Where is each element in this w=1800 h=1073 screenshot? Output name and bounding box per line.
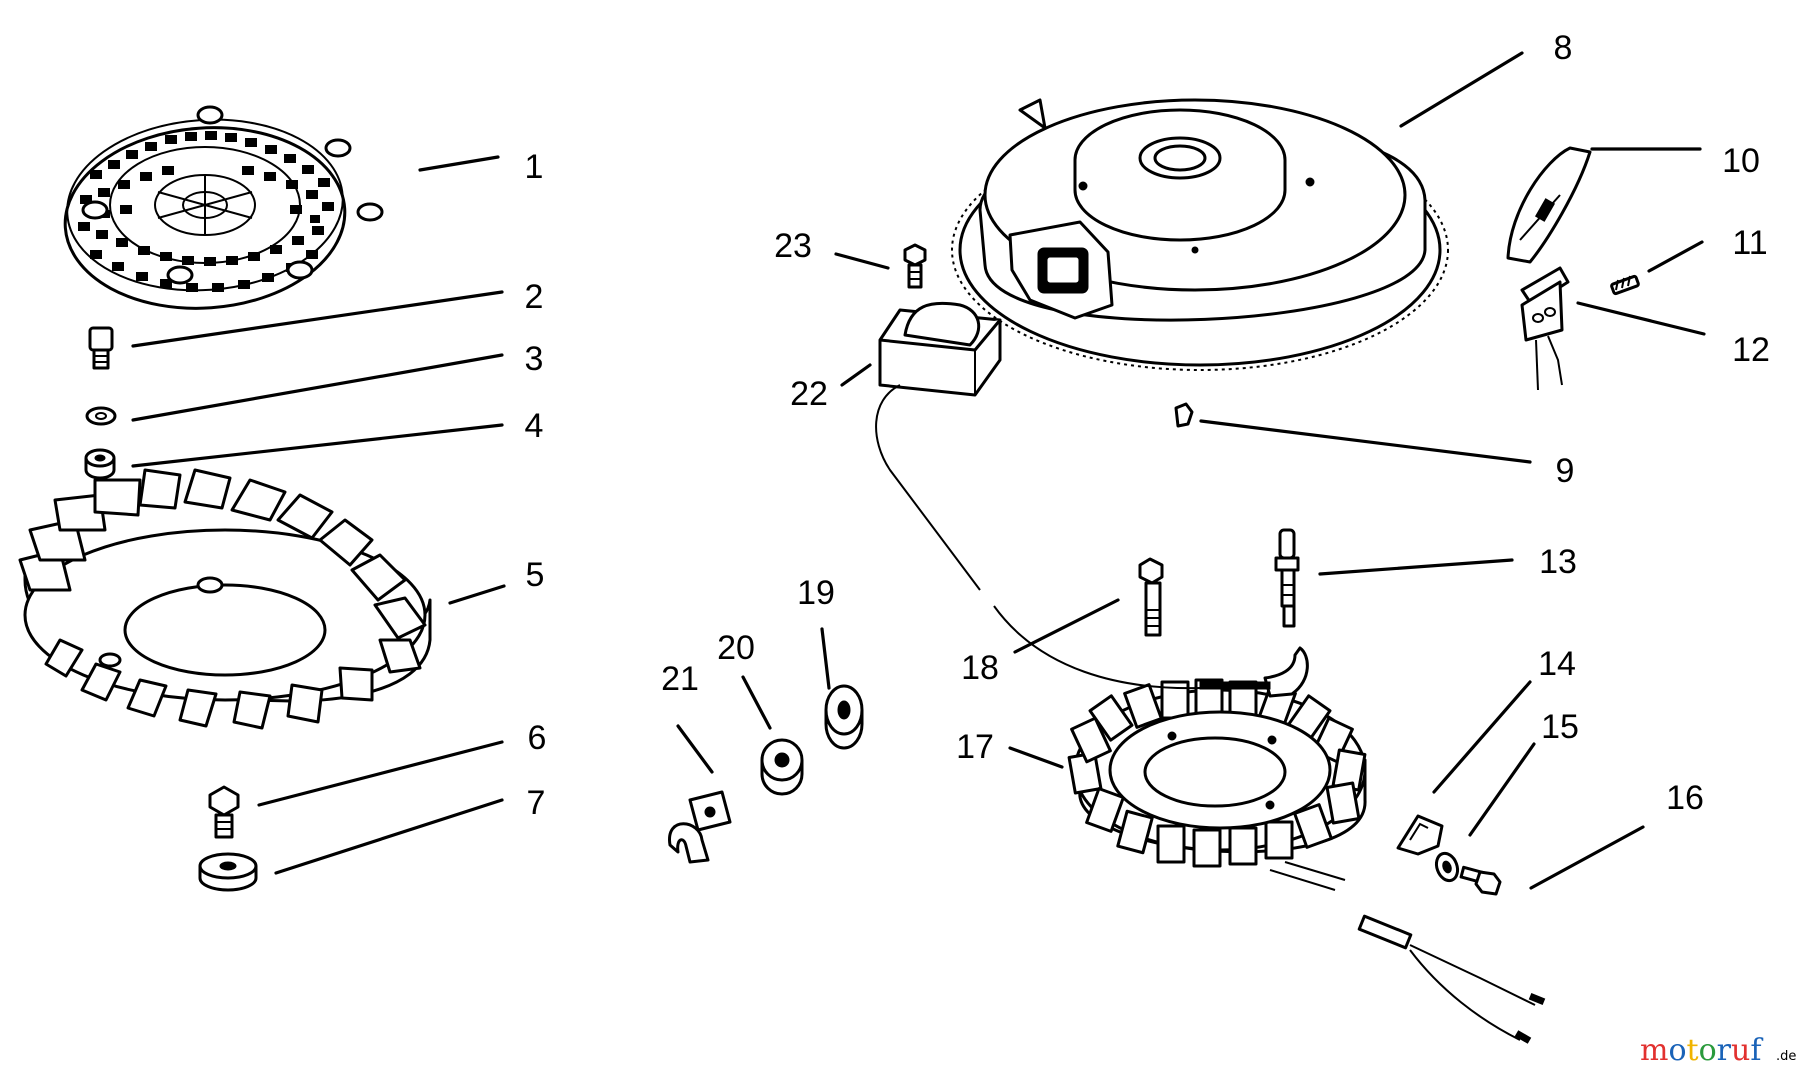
callout-18: 18 (961, 649, 999, 687)
leader-line (1318, 558, 1514, 576)
leader-line (131, 353, 504, 422)
leader-line (1008, 746, 1064, 769)
callout-12: 12 (1732, 331, 1770, 369)
leader-line (448, 584, 506, 605)
callout-5: 5 (526, 556, 545, 594)
leader-lines (131, 51, 1706, 890)
key-icon (1174, 402, 1194, 428)
leader-line (418, 155, 500, 172)
callout-10: 10 (1722, 142, 1760, 180)
callout-15: 15 (1541, 708, 1579, 746)
watermark-suffix: .de (1776, 1049, 1796, 1064)
callout-6: 6 (528, 719, 547, 757)
leader-line (257, 740, 504, 807)
leader-line (1432, 680, 1532, 794)
callout-20: 20 (717, 629, 755, 667)
washer-icon (85, 406, 117, 426)
bracket-icon (1520, 266, 1570, 391)
screw-icon (903, 243, 927, 289)
callout-21: 21 (661, 660, 699, 698)
watermark-text: motoruf (1640, 1033, 1763, 1068)
watermark-logo: motoruf .de (1640, 1033, 1796, 1068)
washer-icon (824, 684, 864, 750)
leader-line (1647, 240, 1704, 273)
callout-9: 9 (1556, 452, 1575, 490)
screw-icon (208, 785, 240, 839)
leader-line (820, 627, 831, 690)
callout-3: 3 (525, 340, 544, 378)
leader-line (676, 724, 714, 774)
leader-line (1576, 301, 1706, 336)
callout-1: 1 (525, 148, 544, 186)
stator-icon (1067, 678, 1546, 1044)
grille-screen-icon (63, 105, 384, 310)
screw-icon (1459, 865, 1502, 896)
callout-14: 14 (1538, 645, 1576, 683)
magnet-icon (1506, 146, 1592, 264)
callout-23: 23 (774, 227, 812, 265)
washer-icon (1434, 851, 1460, 883)
leader-line (834, 252, 890, 270)
leader-line (1468, 742, 1536, 837)
leader-line (840, 363, 872, 387)
leader-line (274, 798, 504, 875)
callout-17: 17 (956, 728, 994, 766)
washer-icon (760, 738, 804, 796)
callout-11: 11 (1732, 224, 1767, 262)
ignition-coil-icon (875, 301, 1309, 698)
flywheel-icon (951, 98, 1449, 371)
leader-line (741, 675, 772, 730)
leader-line (1399, 51, 1524, 128)
callout-7: 7 (527, 784, 546, 822)
callout-16: 16 (1666, 779, 1704, 817)
screw-icon (1610, 274, 1640, 296)
leader-line (1013, 598, 1120, 654)
leader-line (131, 290, 504, 348)
callout-2: 2 (525, 278, 544, 316)
bolt-icon (88, 326, 114, 370)
clip-icon (1396, 814, 1444, 856)
clamp-icon (668, 790, 732, 864)
spacer-icon (84, 448, 116, 480)
callout-labels: 1 2 3 4 5 6 7 8 9 10 11 12 13 14 15 16 1… (525, 29, 1770, 822)
leader-line (131, 423, 504, 468)
leader-line (1199, 419, 1532, 464)
leader-line (1529, 825, 1645, 890)
fan-icon (18, 468, 432, 730)
callout-13: 13 (1539, 543, 1577, 581)
bolt-icon (1138, 557, 1164, 637)
washer-icon (198, 852, 258, 892)
callout-19: 19 (797, 574, 835, 612)
callout-4: 4 (525, 407, 544, 445)
spark-plug-icon (1274, 528, 1300, 628)
callout-22: 22 (790, 375, 828, 413)
callout-8: 8 (1554, 29, 1573, 67)
